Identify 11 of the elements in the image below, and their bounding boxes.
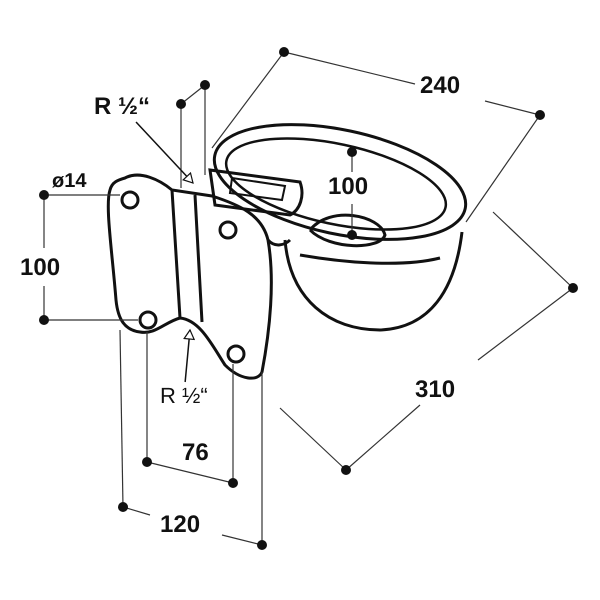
arrow xyxy=(135,121,194,184)
dimension-label: 120 xyxy=(160,513,200,537)
dimension-label: 100 xyxy=(328,175,368,199)
arrow xyxy=(184,329,195,382)
dimension-label: 240 xyxy=(420,74,460,98)
thread-size-label: R ½“ xyxy=(160,385,208,407)
dimension-label: 310 xyxy=(415,378,456,402)
dimension-label: 100 xyxy=(20,256,60,280)
dimension-label: 76 xyxy=(182,441,209,465)
dimension-label: ø14 xyxy=(52,171,86,191)
thread-size-label: R ½“ xyxy=(94,95,150,119)
